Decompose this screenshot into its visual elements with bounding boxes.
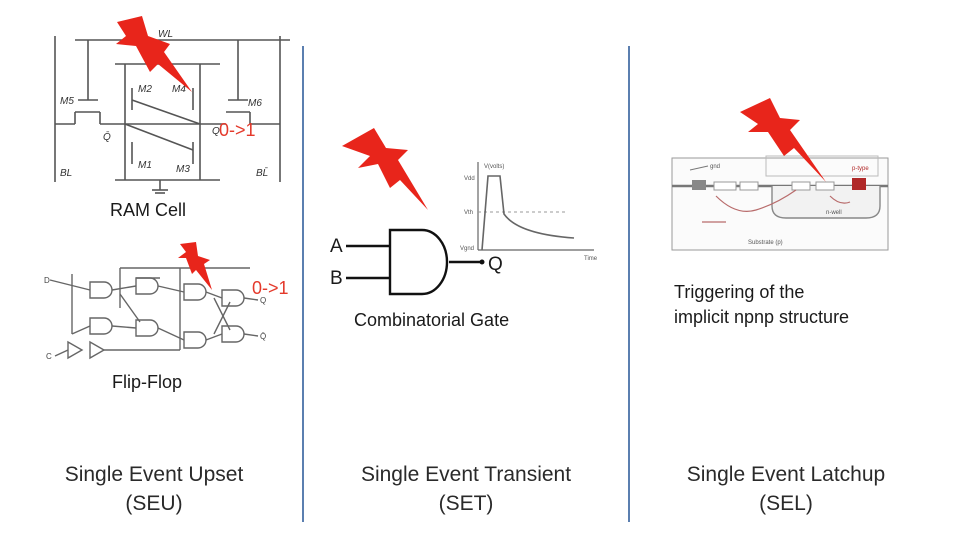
ram-node-qbar: Q̄ [103, 130, 111, 143]
ram-node-bl: BL [60, 168, 72, 179]
ram-node-blbar: BL̄ [256, 166, 268, 179]
seu-column: M5 M2 M4 M6 M1 M3 Q Q̄ BL BL̄ WL 0->1 RA… [0, 0, 302, 536]
sel-caption-line2: implicit npnp structure [674, 307, 850, 327]
gate-output-node [479, 259, 485, 265]
input-a-label: A [330, 236, 343, 257]
ram-node-wl: WL [158, 29, 173, 40]
set-lightning-bolt [342, 128, 428, 210]
ram-node-m6: M6 [248, 98, 262, 109]
sel-gnd-label: gnd [710, 164, 720, 170]
input-b-label: B [330, 268, 343, 289]
ff-pin-q: Q [260, 296, 266, 305]
ff-lightning-bolt [178, 242, 212, 290]
cmos-latchup-cross-section: gnd n-well p-type Substrate (p) [671, 98, 889, 251]
sel-lightning-bolt [740, 98, 826, 182]
plot-vth: Vth [464, 210, 473, 216]
set-title: Single Event Transient (SET) [316, 460, 616, 518]
ram-cell-label: RAM Cell [110, 200, 187, 220]
seu-title-line1: Single Event Upset [64, 463, 244, 486]
divider-right [628, 46, 630, 522]
ram-node-q: Q [212, 126, 220, 137]
plot-ylabel: V(volts) [484, 164, 504, 170]
ff-pin-d: D [44, 276, 50, 285]
sel-title-line2: (SEL) [759, 492, 813, 515]
ram-node-m2: M2 [138, 84, 152, 95]
sel-substrate-label: Substrate (p) [748, 240, 783, 246]
ram-flip-label: 0->1 [219, 120, 256, 140]
set-title-line2: (SET) [438, 492, 494, 515]
and-gate-diagram: V(volts) Vdd Vth Vgnd Time [342, 128, 598, 296]
flip-flop-label: Flip-Flop [112, 372, 183, 392]
ram-node-m4: M4 [172, 84, 186, 95]
ram-lightning-bolt [116, 16, 192, 92]
ram-node-m5: M5 [60, 96, 74, 107]
ram-node-m1: M1 [138, 160, 152, 171]
seu-title-line2: (SEU) [125, 492, 183, 515]
plot-vdd: Vdd [464, 176, 475, 182]
combinatorial-gate-label: Combinatorial Gate [354, 310, 510, 330]
ff-flip-label: 0->1 [252, 278, 289, 298]
sel-pmos-label: p-type [852, 166, 869, 172]
sel-nwell-label: n-well [826, 210, 842, 216]
ff-pin-qbar: Q̄ [260, 332, 266, 341]
sel-caption-line1: Triggering of the [674, 282, 805, 302]
ram-node-m3: M3 [176, 164, 190, 175]
set-column: V(volts) Vdd Vth Vgnd Time A B Q Combina… [304, 0, 628, 536]
sel-title-line1: Single Event Latchup [686, 463, 886, 486]
sel-column: gnd n-well p-type Substrate (p) Triggeri… [630, 0, 979, 536]
seu-title: Single Event Upset (SEU) [4, 460, 304, 518]
divider-left [302, 46, 304, 522]
transient-plot: V(volts) Vdd Vth Vgnd Time [460, 162, 598, 262]
plot-xlabel: Time [584, 256, 598, 262]
flip-flop-schematic: D C Q Q̄ [44, 242, 266, 361]
sel-title: Single Event Latchup (SEL) [636, 460, 936, 518]
set-title-line1: Single Event Transient [360, 463, 572, 486]
output-q-label: Q [488, 254, 503, 275]
ram-cell-schematic: M5 M2 M4 M6 M1 M3 Q Q̄ BL BL̄ WL [54, 16, 290, 194]
ff-pin-c: C [46, 352, 52, 361]
plot-vgnd: Vgnd [460, 246, 474, 252]
